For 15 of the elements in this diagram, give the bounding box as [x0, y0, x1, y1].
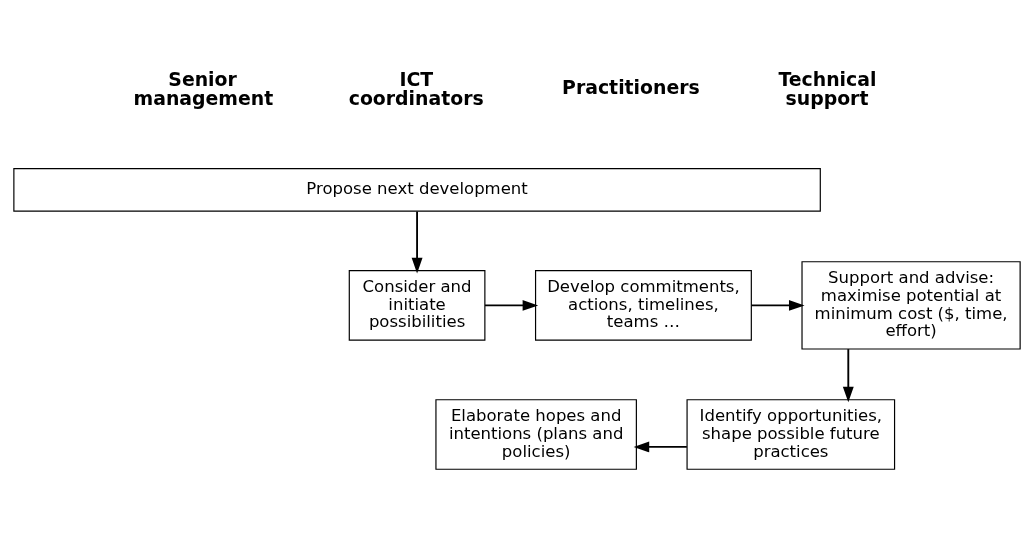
arrow [411, 210, 423, 274]
node-box: Consider and initiate possibilities [348, 270, 486, 341]
node-box: Identify opportunities, shape possible future practices [686, 399, 896, 470]
arrow [842, 348, 854, 403]
node-box: Propose next development [13, 168, 821, 212]
arrow [484, 299, 539, 311]
label: Practitioners [562, 76, 700, 99]
node-box: Develop commitments, actions, timelines, teams … [535, 270, 752, 341]
label: ICT coordinators [348, 67, 484, 109]
label: Technical support [778, 67, 877, 109]
arrow [750, 299, 805, 311]
node-box: Elaborate hopes and intentions (plans and policies) [435, 399, 637, 470]
arrow [633, 441, 688, 453]
label: Senior management [133, 67, 274, 109]
node-box: Support and advise: maximise potential at minimum cost ($, time, effort) [801, 261, 1021, 350]
